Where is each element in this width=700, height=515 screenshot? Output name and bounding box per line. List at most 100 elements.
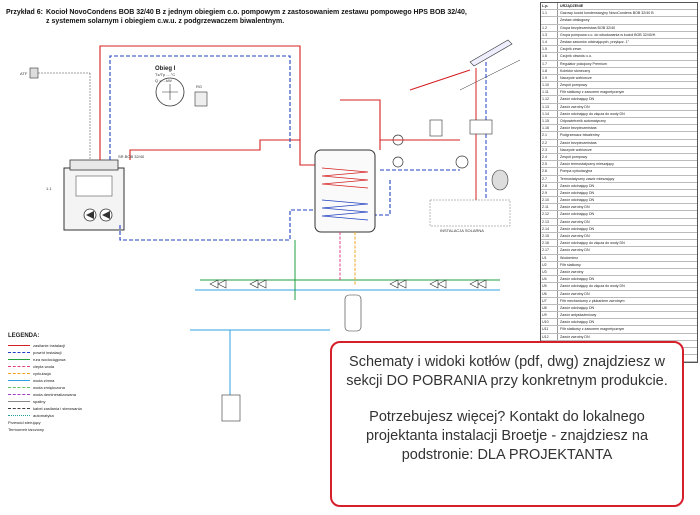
title-line2: z systemem solarnym i obiegiem c.w.u. z … xyxy=(46,18,285,25)
table-cell-id: 2.2 xyxy=(541,139,558,146)
table-cell-id: 2.17 xyxy=(541,247,558,254)
table-cell-id xyxy=(541,17,558,24)
table-row: Zestaw obsługowy xyxy=(541,17,697,25)
label-rg: RG xyxy=(196,84,202,89)
table-cell-device: Zawór odcinający DN xyxy=(560,320,595,325)
table-cell-id: L.p. xyxy=(541,3,558,10)
table-cell-device: Zawór odcinający do złącza do wody DN xyxy=(560,241,625,246)
table-cell-device: Filtr siatkowy z zaworem magnetycznym xyxy=(560,327,625,332)
table-cell-id: U8 xyxy=(541,304,558,312)
table-cell-id: 1.12 xyxy=(541,96,558,103)
legend-swatch xyxy=(8,366,30,367)
legend-note: Termometr tarczowy xyxy=(8,427,45,432)
table-cell-device: Zawór odcinający DN xyxy=(560,198,595,203)
table-cell-device: Zespół pompowy xyxy=(560,83,588,88)
table-cell-id: 1.13 xyxy=(541,103,558,110)
table-cell-device: Podgrzewacz biwalentny xyxy=(560,133,600,138)
water-pipes xyxy=(190,232,500,400)
legend-item: kabel zasilania i sterowania xyxy=(8,405,88,412)
table-cell-id: 1.15 xyxy=(541,118,558,125)
table-cell-device: Zawór zwrotny DN xyxy=(560,104,590,109)
solar-pump-station xyxy=(380,119,460,171)
label-boiler-number: 1.1 xyxy=(46,186,52,191)
legend-label: spaliny xyxy=(33,399,46,404)
table-cell-device: Filtr siatkowy z zaworem magnetycznym xyxy=(560,90,625,95)
legend-item: automatyka xyxy=(8,412,88,419)
table-cell-device: Naczynie wzbiorcze xyxy=(560,147,592,152)
table-cell-device: Zawór antyskażeniowy xyxy=(560,313,597,318)
table-cell-id: 1.10 xyxy=(541,82,558,89)
table-cell-device: Zawór odcinający do złącza do wody DN xyxy=(560,284,625,289)
circuit-temps: Tz/Tp ....°C xyxy=(155,72,175,77)
table-cell-device: Zawór odcinający DN xyxy=(560,305,595,310)
label-bob: SR BOB 32/40 xyxy=(118,154,145,159)
table-cell-device: Zawór odcinający DN xyxy=(560,212,595,217)
legend-label: automatyka xyxy=(33,413,54,418)
legend-item: rura wodociągowa xyxy=(8,356,88,363)
diagram-title: Przykład 6:Kocioł NovoCondens BOB 32/40 … xyxy=(6,8,467,26)
legend-title: LEGENDA: xyxy=(8,333,40,339)
popup-text-designer: Potrzebujesz więcej? Kontakt do lokalneg… xyxy=(365,409,649,463)
table-cell-id: 2.4 xyxy=(541,153,558,161)
table-cell-id: 1.11 xyxy=(541,89,558,96)
table-cell-id: 1.4 xyxy=(541,38,558,46)
table-cell-id: U3 xyxy=(541,268,558,276)
legend-swatch xyxy=(8,415,30,416)
popup-text-downloads: Schematy i widoki kotłów (pdf, dwg) znaj… xyxy=(346,354,668,389)
legend-swatch xyxy=(8,373,30,374)
boiler xyxy=(63,159,125,231)
legend-label: powrót instalacji xyxy=(33,350,62,355)
legend-swatch xyxy=(8,387,30,388)
table-cell-id: 2.15 xyxy=(541,233,558,240)
table-cell-device: Zawór bezpieczeństwa xyxy=(560,126,597,131)
legend-label: cyrkulacja xyxy=(33,371,51,376)
legend-swatch xyxy=(8,352,30,353)
table-cell-id: U11 xyxy=(541,326,558,333)
legend-item: powrót instalacji xyxy=(8,349,88,356)
table-cell-device: Zawór zwrotny DN xyxy=(560,219,590,224)
table-cell-id: 2.16 xyxy=(541,240,558,247)
table-cell-device: Zawór zwrotny DN xyxy=(560,234,590,238)
table-cell-id: 2.8 xyxy=(541,182,558,189)
table-cell-device: Zespół pompowy xyxy=(560,154,588,159)
valves xyxy=(209,279,487,422)
legend-item: zasilanie instalacji xyxy=(8,342,88,349)
table-cell-id: U12 xyxy=(541,333,558,340)
table-cell-device: Pompa cyrkulacyjna xyxy=(560,169,593,174)
table-cell-id: 1.5 xyxy=(541,46,558,53)
table-cell-id: 1.14 xyxy=(541,110,558,117)
legend-label: rura wodociągowa xyxy=(33,357,66,362)
table-cell-device: Zawór odcinający do złącza do wody DN xyxy=(560,111,625,116)
table-cell-device: Zawór bezpieczeństwa xyxy=(560,140,597,145)
table-cell-id: 2.10 xyxy=(541,197,558,204)
table-cell-device: Zawór zwrotny DN xyxy=(560,334,590,339)
table-cell-id: U9 xyxy=(541,312,558,319)
table-cell-device: Wodomierz xyxy=(560,255,579,260)
table-cell-device: Naczynie wzbiorcze xyxy=(560,75,592,80)
circuit-heading: Obieg I xyxy=(155,66,176,72)
table-cell-id: 1.6 xyxy=(541,53,558,60)
table-cell-id: 2.7 xyxy=(541,175,558,182)
table-cell-device: Czujnik obwodu c.o. xyxy=(560,54,593,59)
table-cell-device: Odpowietrznik automatyczny xyxy=(560,119,606,123)
table-cell-device: Zawór zwrotny DN xyxy=(560,291,590,296)
